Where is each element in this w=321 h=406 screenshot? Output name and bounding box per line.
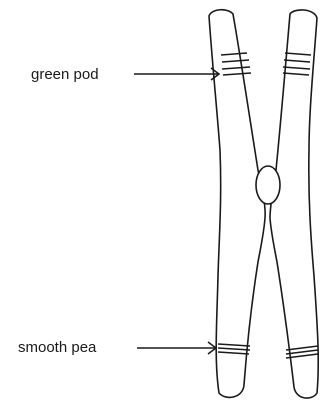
arrow-green-pod xyxy=(134,68,219,80)
centromere xyxy=(256,166,280,204)
label-smooth-pea: smooth pea xyxy=(18,339,97,356)
arrow-smooth-pea xyxy=(137,342,216,354)
label-green-pod: green pod xyxy=(31,66,99,83)
